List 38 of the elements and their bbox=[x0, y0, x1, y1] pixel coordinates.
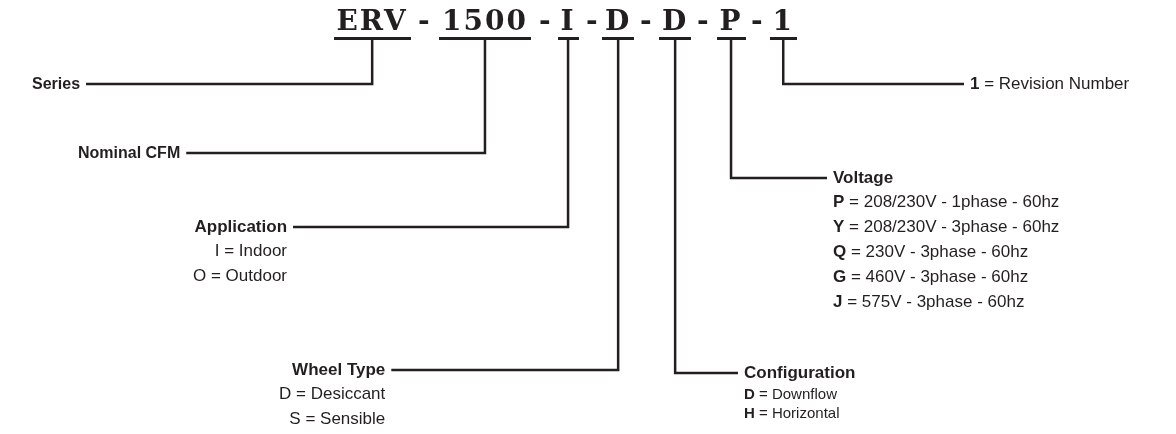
segment-heading: Wheel Type bbox=[291, 359, 386, 381]
option-line: O = Outdoor bbox=[193, 265, 288, 287]
code-segment: D bbox=[602, 6, 635, 40]
segment-description: 1 = Revision Number bbox=[970, 74, 1130, 94]
option-line: H = Horizontal bbox=[744, 403, 841, 422]
option-line: I = Indoor bbox=[213, 240, 288, 262]
leader-line bbox=[729, 40, 827, 180]
segment-heading: Application bbox=[193, 216, 288, 238]
code-segment: 1 bbox=[769, 6, 797, 40]
segment-description: Nominal CFM bbox=[78, 143, 181, 163]
hyphen-separator: - bbox=[586, 6, 598, 36]
code-segment: ERV bbox=[333, 6, 411, 40]
option-line: J = 575V - 3phase - 60hz bbox=[833, 291, 1026, 313]
hyphen-separator: - bbox=[751, 6, 763, 36]
leader-line bbox=[293, 40, 570, 229]
leader-line bbox=[391, 40, 620, 372]
option-line: Y = 208/230V - 3phase - 60hz bbox=[833, 216, 1060, 238]
option-line: G = 460V - 3phase - 60hz bbox=[833, 266, 1030, 288]
code-segment: P bbox=[716, 6, 746, 40]
segment-heading: Voltage bbox=[833, 167, 895, 189]
code-segment: 1500 bbox=[439, 6, 531, 40]
segment-heading: Configuration bbox=[744, 362, 856, 384]
hyphen-separator: - bbox=[418, 6, 430, 36]
option-line: D = Downflow bbox=[744, 384, 838, 403]
option-line: S = Sensible bbox=[288, 408, 386, 430]
hyphen-separator: - bbox=[697, 6, 709, 36]
leader-line bbox=[86, 40, 374, 86]
option-line: P = 208/230V - 1phase - 60hz bbox=[833, 191, 1060, 213]
code-segment: D bbox=[659, 6, 692, 40]
segment-description: Series bbox=[32, 74, 81, 94]
leader-line bbox=[782, 40, 964, 86]
option-line: D = Desiccant bbox=[279, 383, 386, 405]
hyphen-separator: - bbox=[640, 6, 652, 36]
option-line: Q = 230V - 3phase - 60hz bbox=[833, 241, 1030, 263]
leader-line bbox=[186, 40, 487, 155]
leader-line bbox=[673, 40, 738, 375]
code-segment: I bbox=[557, 6, 579, 40]
hyphen-separator: - bbox=[539, 6, 551, 36]
